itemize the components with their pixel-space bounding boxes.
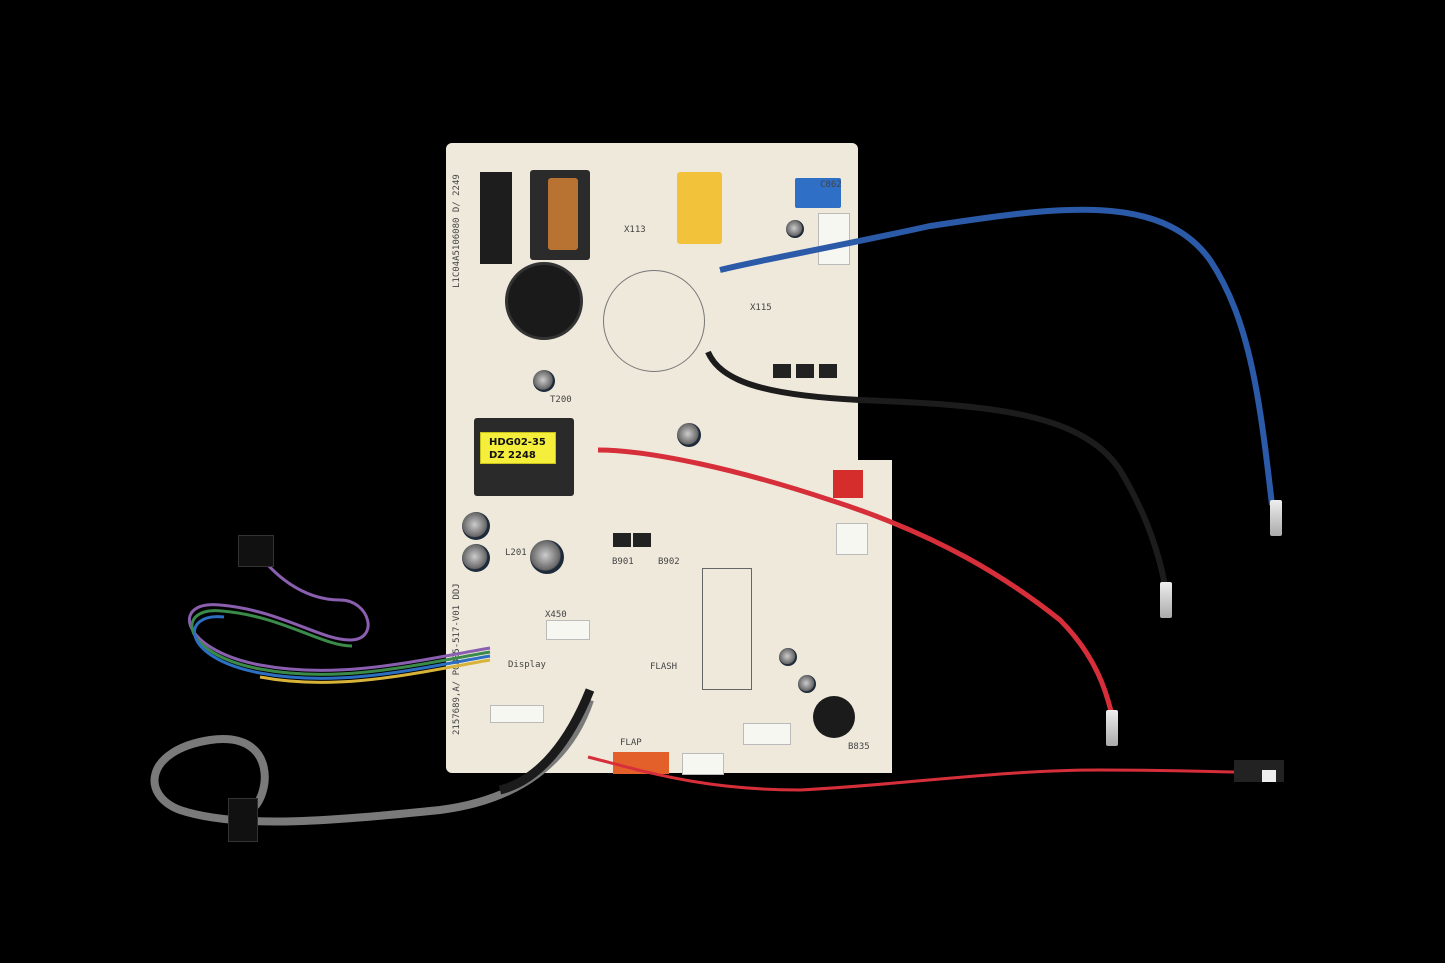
ribbon-harness-green [190,609,491,676]
silk-flap: FLAP [620,738,642,748]
silk-flash: FLASH [650,662,678,672]
optocoupler-3 [819,364,837,378]
transformer-label-line1: HDG02-35 [489,437,546,448]
ribbon-harness-purple [188,554,491,672]
capacitor-c202 [533,370,555,392]
connector-out-input [836,523,868,555]
bulk-capacitor [505,262,583,340]
gray-cable-connector [228,798,258,842]
red-wire-plug [1234,760,1284,782]
silk-x450: X450 [545,610,567,620]
capacitor-top-right [786,220,804,238]
silk-display: Display [508,660,546,670]
connector-x821 [743,723,791,745]
line-filter-block [480,172,512,264]
silk-t200: T200 [550,395,572,405]
red-wire-terminal [1106,710,1118,746]
black-wire [705,350,1168,586]
silk-c862: C862 [820,180,842,190]
x-capacitor [677,172,722,244]
silk-x115: X115 [750,303,772,313]
red-wire-plug-tip [1262,770,1276,782]
transformer-label-line2: DZ 2248 [489,450,536,461]
optocoupler-1 [773,364,791,378]
black-wire-terminal [1160,582,1172,618]
harness-connector [238,535,274,567]
connector-red [833,470,863,498]
blue-wire-terminal [1270,500,1282,536]
optocoupler-b901 [613,533,631,547]
qr-sticker [702,568,752,690]
connector-x842 [818,213,850,265]
gray-cable [150,698,594,826]
ribbon-harness-yellow [259,658,491,684]
blue-wire [719,206,1275,506]
buzzer [813,696,855,738]
connector-x850 [682,753,724,775]
black-sleeve [498,688,595,795]
connector-e2 [490,705,544,723]
silk-b835: B835 [848,742,870,752]
ribbon-harness-blue [193,615,491,680]
red-white-wire [587,755,1235,792]
silk-b901: B901 [612,557,634,567]
silk-x113: X113 [624,225,646,235]
capacitor-small-2 [798,675,816,693]
capacitor-c208 [462,512,490,540]
blue-capacitor [795,178,841,208]
optocoupler-2 [796,364,814,378]
transformer-label: HDG02-35 DZ 2248 [480,432,556,464]
optocoupler-b902 [633,533,651,547]
capacitor-c209 [462,544,490,572]
choke-coil [548,178,578,250]
silk-l201: L201 [505,548,527,558]
capacitor-c907 [677,423,701,447]
relay-outline [603,270,705,372]
connector-x450 [546,620,590,640]
silk-b902: B902 [658,557,680,567]
red-wire [597,447,1115,716]
capacitor-small [779,648,797,666]
capacitor-c207 [530,540,564,574]
